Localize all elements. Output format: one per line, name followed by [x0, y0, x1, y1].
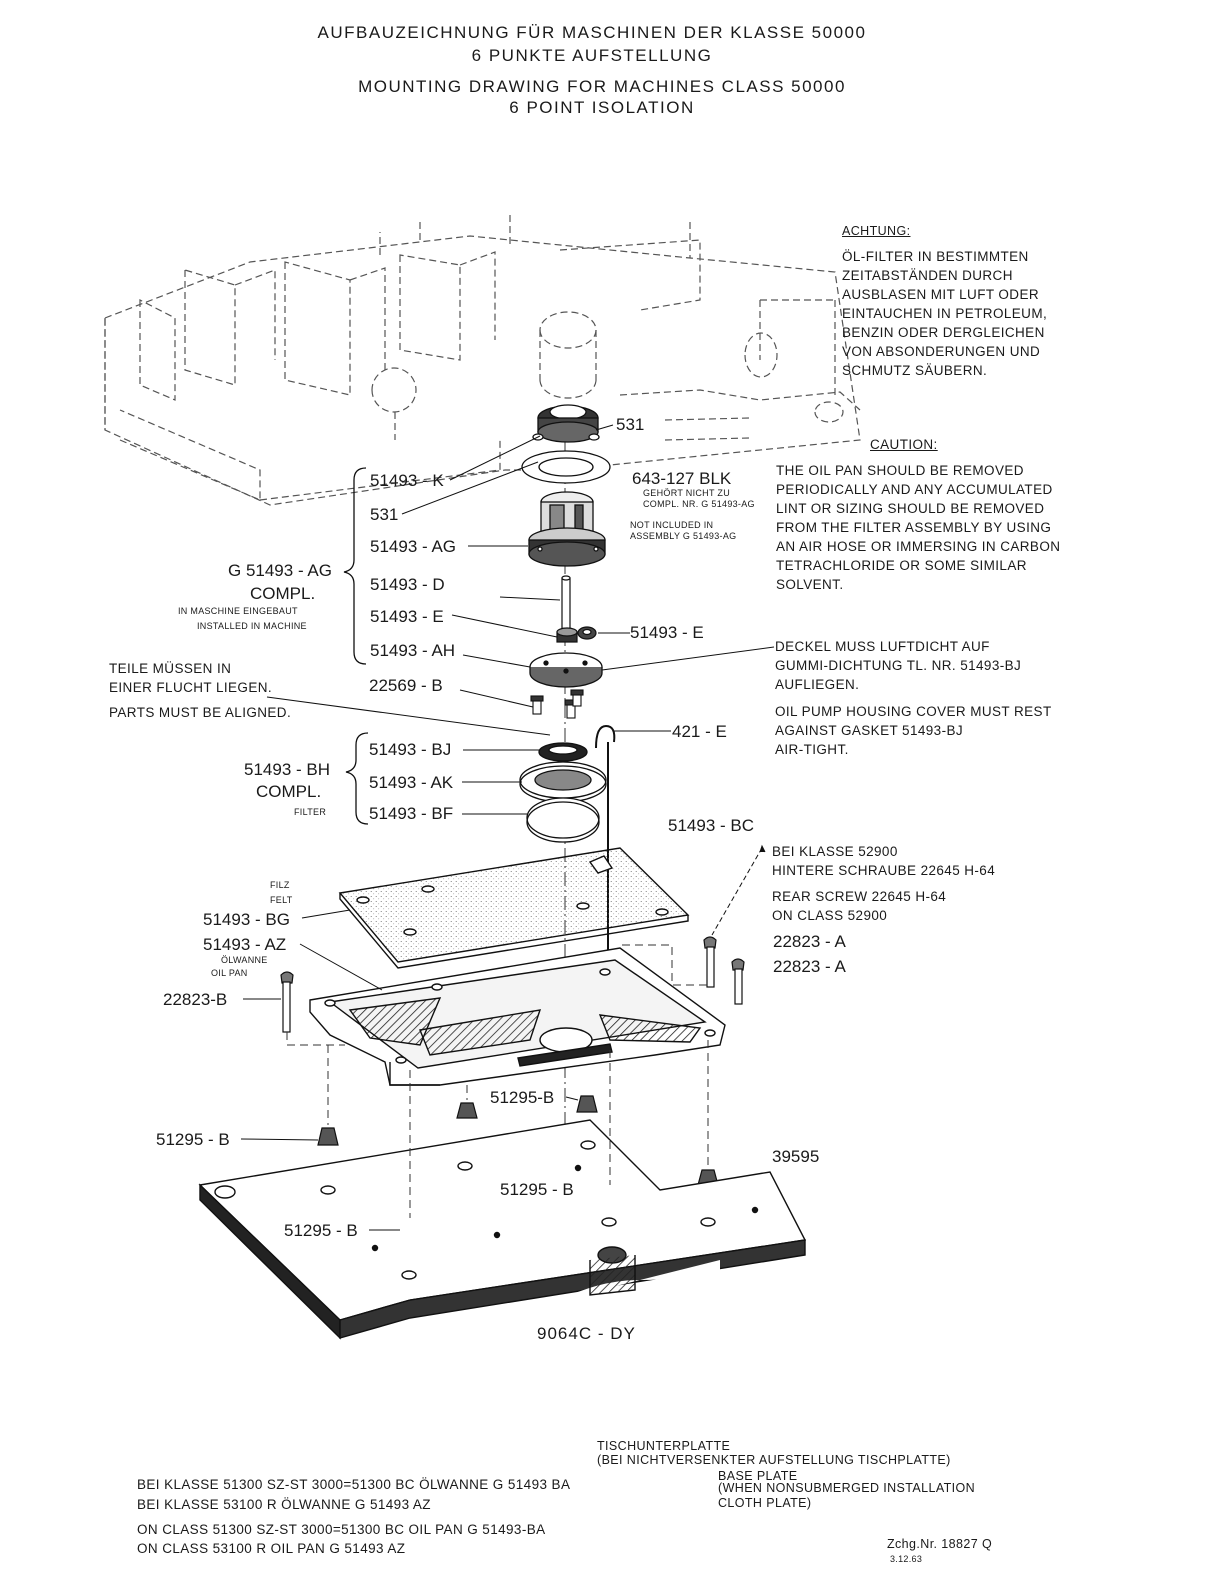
assembly-guide-lines [286, 944, 710, 1218]
shaft-51493-d [561, 575, 571, 637]
label-51493-e: 51493 - E [370, 607, 444, 626]
label-51295-b-4: 51295 - B [284, 1221, 358, 1240]
label-51295-b-3: 51295 - B [500, 1180, 574, 1199]
label-olwanne: ÖLWANNE [221, 955, 268, 965]
teile-note: TEILE MÜSSEN IN EINER FLUCHT LIEGEN. [109, 661, 273, 695]
filter-disc-51493-bf [526, 797, 600, 843]
cover-51493-ah [529, 652, 603, 688]
label-51493-ah: 51493 - AH [370, 641, 456, 660]
title-en-line-2: 6 POINT ISOLATION [509, 98, 695, 117]
label-installed-de: IN MASCHINE EINGEBAUT [178, 606, 298, 616]
label-51493-bc: 51493 - BC [668, 816, 754, 835]
label-643-note-de: GEHÖRT NICHT ZU COMPL. NR. G 51493-AG [643, 488, 755, 509]
gear-51493-e [556, 626, 597, 643]
footer-bei-1: BEI KLASSE 51300 SZ-ST 3000=51300 BC ÖLW… [137, 1477, 571, 1492]
title-de-line-2: 6 PUNKTE AUFSTELLUNG [471, 46, 713, 65]
label-g51493-ag: G 51493 - AG [228, 561, 332, 580]
gasket-51493-bj [538, 742, 588, 762]
filter-housing-top [532, 404, 600, 443]
label-51295-b-1: 51295 - B [156, 1130, 230, 1149]
footer-base-plate: BASE PLATE [718, 1469, 798, 1483]
label-51493-d: 51493 - D [370, 575, 445, 594]
caution-heading: CAUTION: [870, 437, 938, 452]
footer-tischunterplatte-note: (BEI NICHTVERSENKTER AUFSTELLUNG TISCHPL… [597, 1453, 951, 1467]
felt-51493-bg [338, 847, 690, 969]
label-51493-az: 51493 - AZ [203, 935, 287, 954]
aligned-note: PARTS MUST BE ALIGNED. [109, 705, 292, 720]
label-51493-bf: 51493 - BF [369, 804, 454, 823]
filter-ring-51493-ak [519, 761, 607, 803]
achtung-text: ÖL-FILTER IN BESTIMMTEN ZEITABSTÄNDEN DU… [842, 249, 1048, 378]
label-51295-b-2: 51295-B [490, 1088, 555, 1107]
label-oil-pan: OIL PAN [211, 968, 248, 978]
label-felt: FELT [270, 895, 293, 905]
footer-drawing-number: Zchg.Nr. 18827 Q [887, 1537, 993, 1551]
label-51493-bh: 51493 - BH [244, 760, 330, 779]
bei-klasse-note: BEI KLASSE 52900 HINTERE SCHRAUBE 22645 … [772, 844, 996, 878]
caution-text: THE OIL PAN SHOULD BE REMOVED PERIODICAL… [776, 463, 1061, 592]
label-39595: 39595 [772, 1147, 820, 1166]
label-22823-a-1: 22823 - A [773, 932, 846, 951]
footer-tischunterplatte: TISCHUNTERPLATTE [597, 1439, 731, 1453]
screws-22569-b [530, 689, 584, 719]
label-51493-bj: 51493 - BJ [369, 740, 452, 759]
title-en-line-1: MOUNTING DRAWING FOR MACHINES CLASS 5000… [358, 77, 846, 96]
label-compl-1: COMPL. [250, 584, 316, 603]
oil-pan-51493-az [309, 947, 726, 1086]
label-531-top: 531 [616, 415, 645, 434]
base-plate-39595 [198, 1119, 807, 1340]
screw-22823-b [280, 971, 294, 1033]
machine-housing-outline [104, 215, 861, 506]
footer-base-plate-note: (WHEN NONSUBMERGED INSTALLATION CLOTH PL… [718, 1481, 976, 1510]
label-installed-en: INSTALLED IN MACHINE [197, 621, 307, 631]
label-51493-ak: 51493 - AK [369, 773, 454, 792]
deckel-note: DECKEL MUSS LUFTDICHT AUF GUMMI-DICHTUNG… [775, 639, 1022, 692]
label-compl-2: COMPL. [256, 782, 322, 801]
label-22823-b: 22823-B [163, 990, 228, 1009]
pump-body-51493-ag [528, 491, 606, 567]
footer-date: 3.12.63 [890, 1554, 923, 1564]
title-de-line-1: AUFBAUZEICHNUNG FÜR MASCHINEN DER KLASSE… [317, 23, 867, 42]
footer-on-1: ON CLASS 51300 SZ-ST 3000=51300 BC OIL P… [137, 1522, 546, 1537]
label-51493-bg: 51493 - BG [203, 910, 290, 929]
rear-screw-note: REAR SCREW 22645 H-64 ON CLASS 52900 [772, 889, 947, 923]
drawing-code: 9064C - DY [537, 1324, 636, 1343]
label-filter: FILTER [294, 807, 327, 817]
achtung-heading: ACHTUNG: [842, 224, 911, 238]
label-421-e: 421 - E [672, 722, 727, 741]
label-filz: FILZ [270, 880, 290, 890]
label-51493-k: 51493 - K [370, 471, 444, 490]
gasket-51493-k [521, 450, 611, 484]
screw-22823-a-1 [703, 936, 717, 988]
label-22569-b: 22569 - B [369, 676, 443, 695]
footer-on-2: ON CLASS 53100 R OIL PAN G 51493 AZ [137, 1541, 406, 1556]
label-51493-e-right: 51493 - E [630, 623, 704, 642]
label-643-127-blk: 643-127 BLK [632, 469, 732, 488]
leader-lines [240, 424, 775, 1231]
footer-bei-2: BEI KLASSE 53100 R ÖLWANNE G 51493 AZ [137, 1497, 431, 1512]
assembly-braces [343, 467, 369, 825]
label-51493-ag: 51493 - AG [370, 537, 457, 556]
label-643-note-en: NOT INCLUDED IN ASSEMBLY G 51493-AG [630, 520, 737, 541]
label-531: 531 [370, 505, 399, 524]
screw-22823-a-2 [731, 958, 745, 1005]
cover-note: OIL PUMP HOUSING COVER MUST REST AGAINST… [775, 704, 1052, 757]
label-22823-a-2: 22823 - A [773, 957, 846, 976]
